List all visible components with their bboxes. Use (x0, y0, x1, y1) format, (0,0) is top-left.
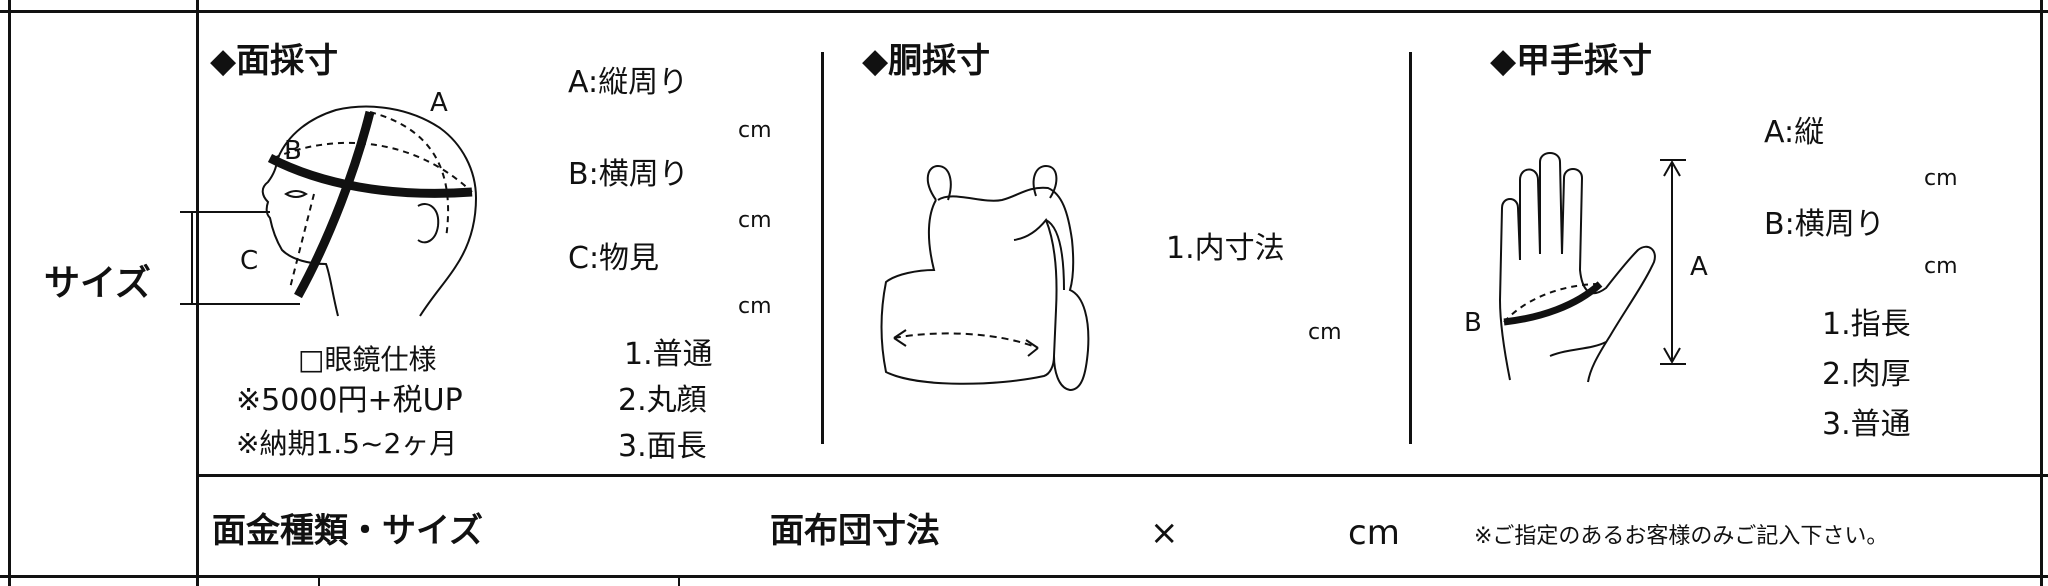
torso-method: 1.内寸法 (1166, 231, 1285, 266)
face-item-c-label: C:物見 (568, 241, 660, 276)
glasses-option: □眼鏡仕様 (298, 343, 437, 376)
futon-label: 面布団寸法 (770, 511, 940, 551)
hand-letter-a: A (1690, 252, 1708, 282)
row-divider (198, 474, 2048, 477)
head-measurement-diagram (180, 105, 478, 317)
section-divider-1 (821, 52, 824, 444)
head-letter-c: C (240, 246, 259, 276)
torso-heading: ◆胴採寸 (862, 41, 991, 81)
face-item-b-label: B:横周り (568, 157, 689, 192)
glove-heading: ◆甲手採寸 (1490, 41, 1653, 81)
glove-item-a-unit: cm (1924, 166, 1958, 191)
hand-measurement-diagram (1498, 152, 1686, 383)
torso-armor-diagram (880, 164, 1090, 392)
face-item-a-label: A:縦周り (568, 65, 689, 100)
row-label-size: サイズ (44, 263, 151, 304)
glove-item-a-label: A:縦 (1764, 115, 1825, 150)
table-top-border (0, 10, 2048, 13)
glove-type-2: 2.肉厚 (1822, 357, 1911, 392)
table-bottom-border (0, 575, 2048, 578)
glove-type-3: 3.普通 (1822, 407, 1911, 442)
hand-letter-b: B (1464, 308, 1482, 338)
glove-item-b-unit: cm (1924, 254, 1958, 279)
mengane-label: 面金種類・サイズ (212, 511, 483, 551)
face-type-3: 3.面長 (618, 429, 707, 464)
next-row-divider-1 (318, 576, 320, 586)
face-item-b-unit: cm (738, 208, 772, 233)
face-type-1: 1.普通 (624, 337, 713, 372)
face-heading: ◆面採寸 (210, 41, 339, 81)
head-letter-b: B (284, 136, 302, 166)
glasses-delivery: ※納期1.5~2ヶ月 (236, 427, 458, 460)
glove-item-b-label: B:横周り (1764, 207, 1885, 242)
table-right-border (2040, 0, 2043, 586)
face-type-2: 2.丸顔 (618, 383, 707, 418)
futon-unit: cm (1348, 513, 1400, 553)
torso-unit: cm (1308, 320, 1342, 345)
face-item-a-unit: cm (738, 118, 772, 143)
table-left-border (8, 0, 11, 586)
times-sign: × (1150, 513, 1179, 553)
glasses-price: ※5000円+税UP (236, 383, 463, 418)
head-letter-a: A (430, 88, 448, 118)
label-column-border (196, 0, 199, 586)
next-row-divider-2 (678, 576, 680, 586)
bottom-note: ※ご指定のあるお客様のみご記入下さい。 (1474, 524, 1889, 549)
glove-type-1: 1.指長 (1822, 307, 1911, 342)
face-item-c-unit: cm (738, 294, 772, 319)
section-divider-2 (1409, 52, 1412, 444)
